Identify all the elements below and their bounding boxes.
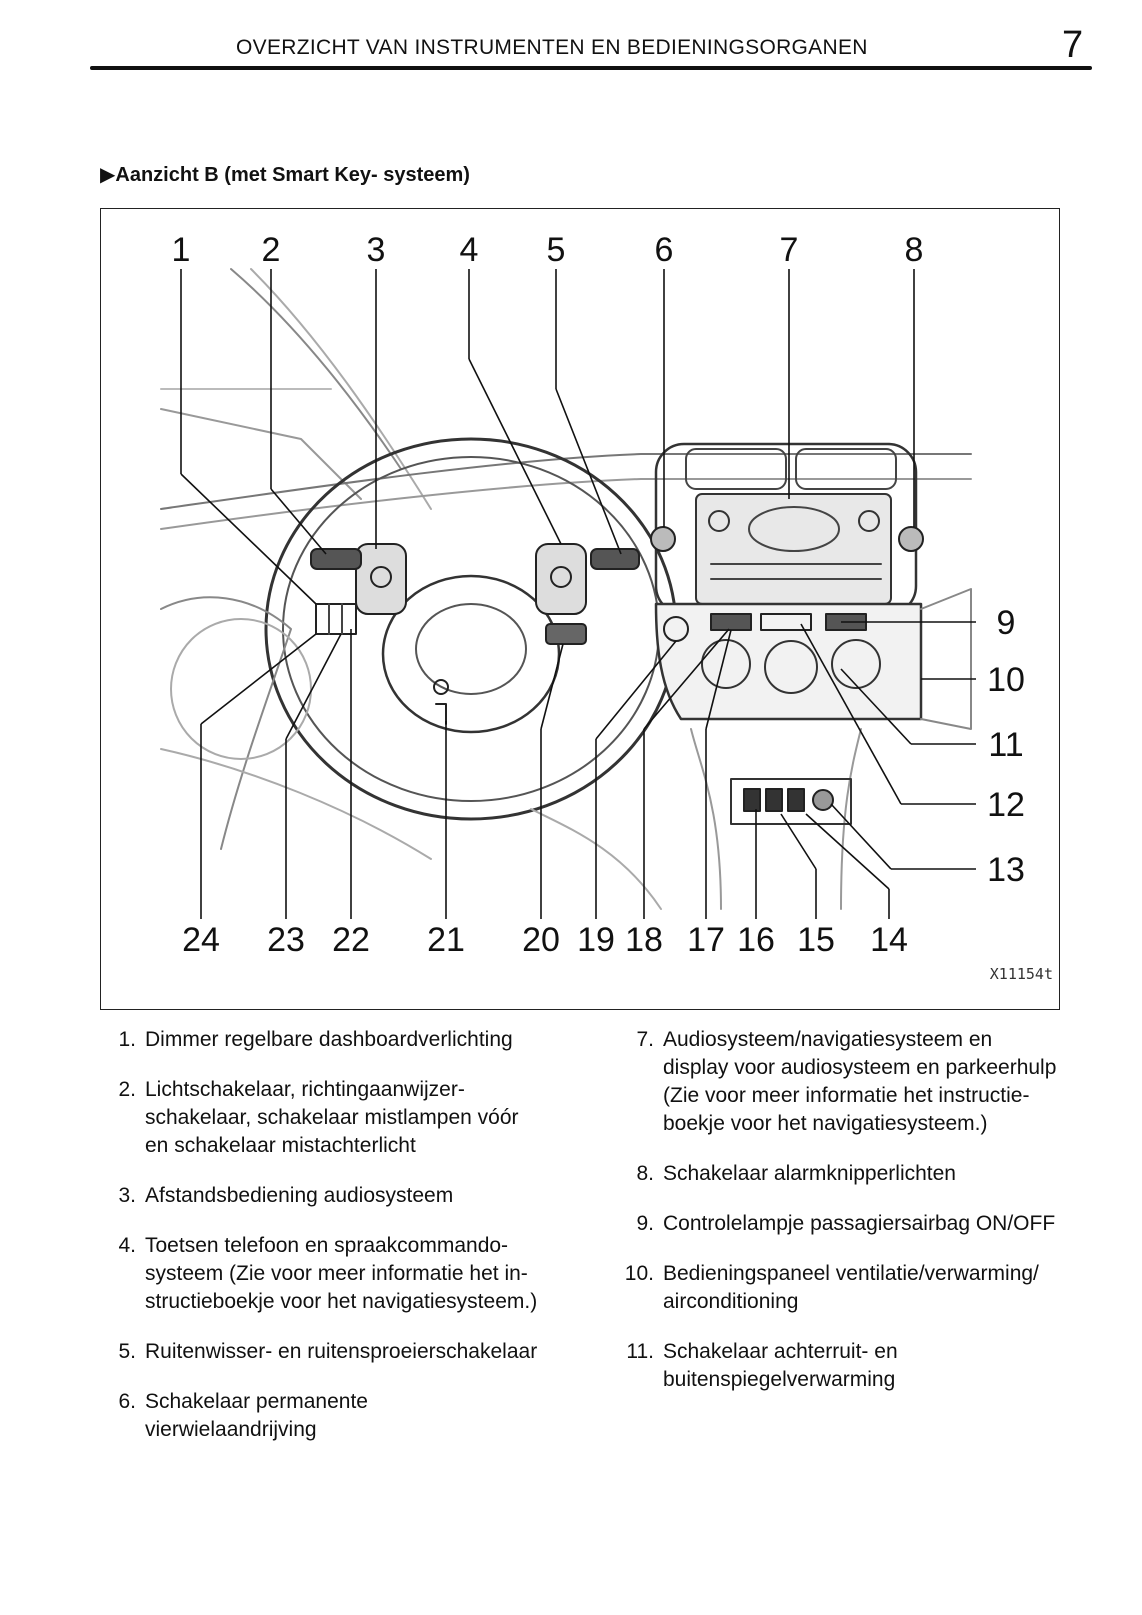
list-item: 3.Afstandsbediening audiosysteem bbox=[118, 1184, 454, 1207]
callout-11: 11 bbox=[988, 726, 1023, 764]
list-item: 8.Schakelaar alarmknipperlichten bbox=[636, 1162, 956, 1185]
legend-left-column: 1.Dimmer regelbare dashboardverlichting … bbox=[106, 1026, 586, 1466]
header-rule bbox=[90, 66, 1092, 70]
callout-19: 19 bbox=[577, 921, 615, 959]
callout-4: 4 bbox=[460, 231, 479, 269]
callout-6: 6 bbox=[655, 231, 674, 269]
callout-12: 12 bbox=[987, 786, 1025, 824]
callout-5: 5 bbox=[547, 231, 566, 269]
figure-code: X11154t bbox=[990, 965, 1053, 983]
section-title: ▶Aanzicht B (met Smart Key- systeem) bbox=[100, 162, 470, 187]
page-header-title: OVERZICHT VAN INSTRUMENTEN EN BEDIENINGS… bbox=[236, 36, 868, 59]
callout-13: 13 bbox=[987, 851, 1025, 889]
list-item: 11.Schakelaar achterruit- en buitenspieg… bbox=[626, 1340, 898, 1391]
callout-7: 7 bbox=[780, 231, 799, 269]
callout-22: 22 bbox=[332, 921, 370, 959]
callout-18: 18 bbox=[625, 921, 663, 959]
callout-15: 15 bbox=[797, 921, 835, 959]
list-item: 4.Toetsen telefoon en spraakcommando- sy… bbox=[118, 1234, 538, 1313]
list-item: 5.Ruitenwisser- en ruitensproeierschakel… bbox=[118, 1340, 538, 1363]
callout-2: 2 bbox=[262, 231, 281, 269]
list-item: 9.Controlelampje passagiersairbag ON/OFF bbox=[636, 1212, 1056, 1235]
triangle-marker-icon: ▶ bbox=[100, 164, 116, 186]
callout-20: 20 bbox=[522, 921, 560, 959]
list-item: 1.Dimmer regelbare dashboardverlichting bbox=[118, 1028, 513, 1051]
callout-8: 8 bbox=[905, 231, 924, 269]
callout-9: 9 bbox=[997, 604, 1016, 642]
callout-1: 1 bbox=[172, 231, 191, 269]
callout-16: 16 bbox=[737, 921, 775, 959]
list-item: 10.Bedieningspaneel ventilatie/verwarmin… bbox=[624, 1262, 1039, 1313]
callout-24: 24 bbox=[182, 921, 220, 959]
callout-3: 3 bbox=[367, 231, 386, 269]
callout-21: 21 bbox=[427, 921, 465, 959]
callout-23: 23 bbox=[267, 921, 305, 959]
page-number: 7 bbox=[1062, 24, 1084, 66]
section-title-text: Aanzicht B (met Smart Key- systeem) bbox=[115, 164, 470, 186]
callout-14: 14 bbox=[870, 921, 908, 959]
list-item: 6.Schakelaar permanente vierwielaandrijv… bbox=[118, 1390, 368, 1441]
list-item: 2.Lichtschakelaar, richtingaanwijzer- sc… bbox=[118, 1078, 519, 1157]
dashboard-illustration: 1 2 3 4 5 6 7 8 9 10 11 12 13 24 23 22 2… bbox=[100, 208, 1060, 1010]
legend-right-column: 7.Audiosysteem/navigatiesysteem en displ… bbox=[610, 1026, 1110, 1416]
list-item: 7.Audiosysteem/navigatiesysteem en displ… bbox=[636, 1028, 1057, 1135]
callout-17: 17 bbox=[687, 921, 725, 959]
dashboard-drawing: 1 2 3 4 5 6 7 8 9 10 11 12 13 24 23 22 2… bbox=[160, 231, 1053, 983]
callout-10: 10 bbox=[987, 661, 1025, 699]
